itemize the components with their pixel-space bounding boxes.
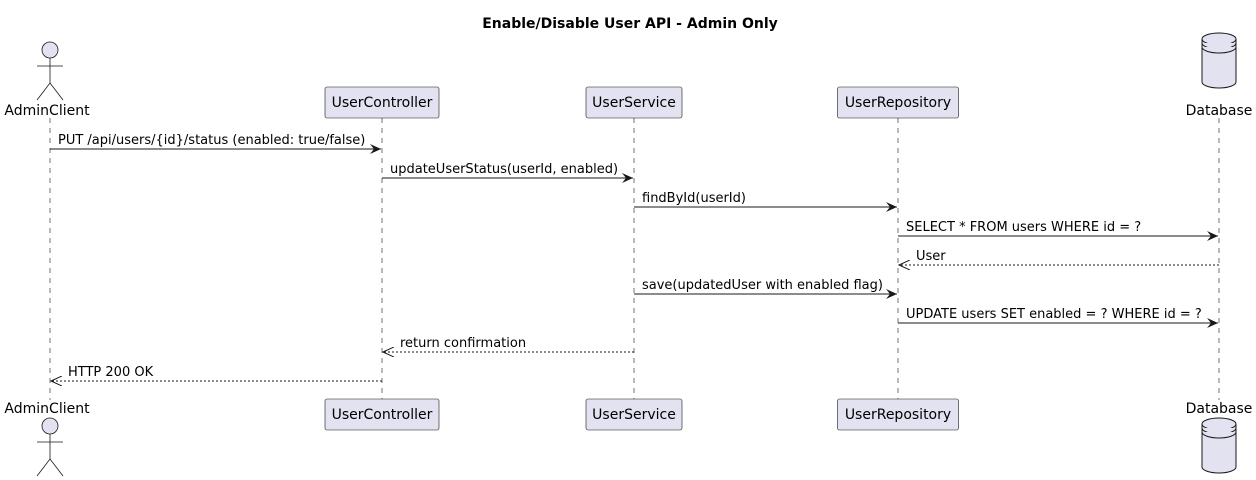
database-icon [1201,32,1237,89]
message-2: updateUserStatus(userId, enabled) [382,162,633,183]
participant-box [324,86,440,119]
actor-icon [36,417,64,477]
participant-database-top: Database [1186,32,1253,119]
messages: PUT /api/users/{id}/status (enabled: tru… [50,133,1219,381]
participant-label: AdminClient [4,103,90,119]
participant-label: Database [1186,103,1253,119]
participant-box [837,398,959,431]
participant-label: AdminClient [4,401,90,417]
participant-box [585,86,683,119]
message-label: PUT /api/users/{id}/status (enabled: tru… [58,133,365,148]
message-label: findById(userId) [642,191,746,206]
message-label: return confirmation [400,336,526,351]
message-6: save(updatedUser with enabled flag) [634,278,897,299]
participant-label: UserService [592,407,676,423]
message-label: save(updatedUser with enabled flag) [642,278,883,293]
diagram-title: Enable/Disable User API - Admin Only [482,16,778,32]
message-label: UPDATE users SET enabled = ? WHERE id = … [906,307,1202,322]
actor-icon [36,41,64,101]
participant-repository-bottom: UserRepository [837,398,959,431]
participant-repository-top: UserRepository [837,86,959,119]
participant-label: Database [1186,401,1253,417]
message-8: return confirmation [383,336,634,352]
message-7: UPDATE users SET enabled = ? WHERE id = … [898,307,1218,328]
participant-service-top: UserService [585,86,683,119]
message-9: HTTP 200 OK [51,365,382,381]
message-3: findById(userId) [634,191,897,212]
participant-service-bottom: UserService [585,398,683,431]
participant-label: UserController [332,95,433,111]
message-1: PUT /api/users/{id}/status (enabled: tru… [50,133,381,154]
message-5: User [899,249,1219,265]
participant-controller-top: UserController [324,86,440,119]
participant-controller-bottom: UserController [324,398,440,431]
message-label: updateUserStatus(userId, enabled) [390,162,618,177]
lifelines [49,118,1220,400]
participant-label: UserRepository [845,407,951,423]
message-label: SELECT * FROM users WHERE id = ? [906,220,1141,235]
participant-admin-bottom: AdminClient [4,401,90,477]
participant-label: UserRepository [845,95,951,111]
participant-box [585,398,683,431]
participant-label: UserService [592,95,676,111]
participant-database-bottom: Database [1186,401,1253,474]
participant-box [837,86,959,119]
participants: AdminClientAdminClientUserControllerUser… [4,32,1253,477]
participant-box [324,398,440,431]
participant-label: UserController [332,407,433,423]
database-icon [1201,417,1237,474]
message-4: SELECT * FROM users WHERE id = ? [898,220,1218,241]
message-label: User [916,249,946,264]
participant-admin-top: AdminClient [4,41,90,119]
message-label: HTTP 200 OK [68,365,154,380]
